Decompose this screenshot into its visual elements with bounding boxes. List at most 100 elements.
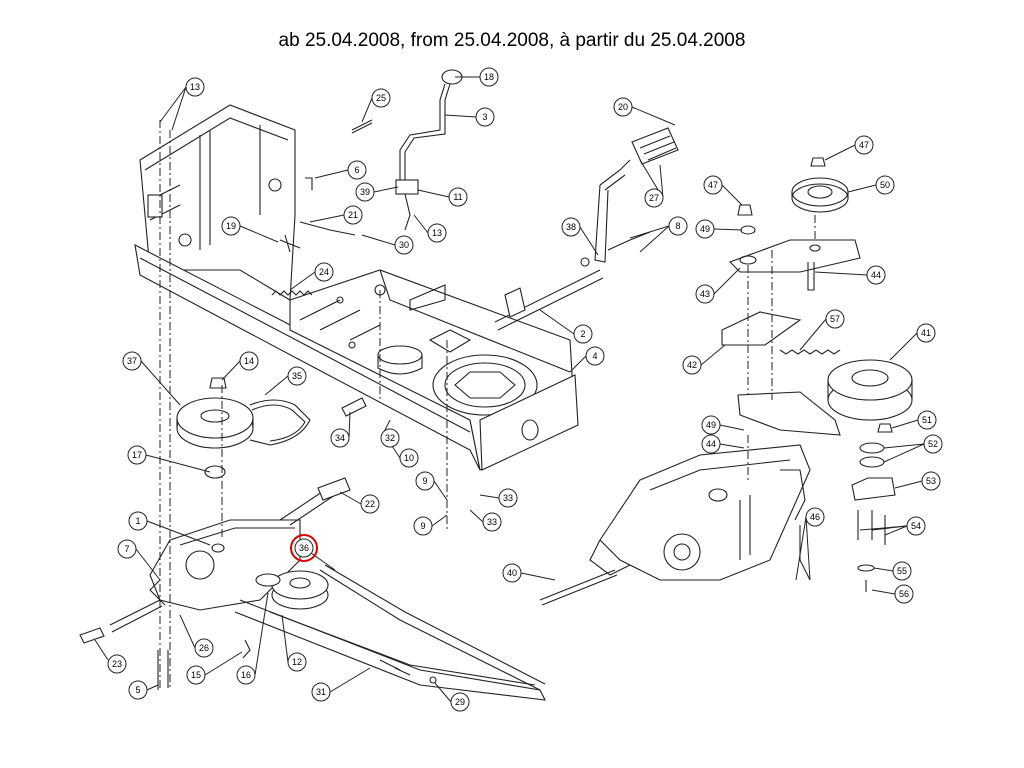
- callout-36[interactable]: 36: [294, 538, 314, 558]
- callout-49[interactable]: 49: [701, 415, 721, 435]
- callout-44[interactable]: 44: [701, 434, 721, 454]
- right-upper-bracket: [729, 157, 861, 291]
- callout-43[interactable]: 43: [695, 284, 715, 304]
- callout-8[interactable]: 8: [668, 216, 688, 236]
- callout-56[interactable]: 56: [894, 584, 914, 604]
- callout-49[interactable]: 49: [695, 219, 715, 239]
- leader-lines: [94, 76, 925, 703]
- callout-38[interactable]: 38: [561, 217, 581, 237]
- callout-40[interactable]: 40: [502, 563, 522, 583]
- callout-46[interactable]: 46: [805, 507, 825, 527]
- callout-14[interactable]: 14: [239, 351, 259, 371]
- svg-text:54: 54: [911, 521, 921, 531]
- svg-text:35: 35: [292, 371, 302, 381]
- callout-33[interactable]: 33: [482, 512, 502, 532]
- svg-text:9: 9: [422, 476, 427, 486]
- callout-9[interactable]: 9: [413, 516, 433, 536]
- left-pulley: [176, 377, 367, 479]
- svg-text:21: 21: [348, 210, 358, 220]
- lower-pulley-and-belt: [234, 564, 546, 701]
- callout-3[interactable]: 3: [475, 107, 495, 127]
- callout-26[interactable]: 26: [194, 638, 214, 658]
- callout-20[interactable]: 20: [613, 97, 633, 117]
- svg-text:57: 57: [830, 314, 840, 324]
- pedal-assembly: [494, 127, 679, 331]
- diagram-title: ab 25.04.2008, from 25.04.2008, à partir…: [278, 30, 746, 51]
- callout-19[interactable]: 19: [221, 216, 241, 236]
- callout-12[interactable]: 12: [287, 652, 307, 672]
- callout-35[interactable]: 35: [287, 366, 307, 386]
- svg-text:16: 16: [241, 670, 251, 680]
- callout-47[interactable]: 47: [703, 175, 723, 195]
- callout-2[interactable]: 2: [573, 324, 593, 344]
- callout-42[interactable]: 42: [682, 355, 702, 375]
- svg-text:38: 38: [566, 222, 576, 232]
- callout-18[interactable]: 18: [479, 67, 499, 87]
- svg-text:12: 12: [292, 657, 302, 667]
- svg-text:55: 55: [897, 566, 907, 576]
- springs: [271, 119, 373, 296]
- callout-6[interactable]: 6: [347, 160, 367, 180]
- svg-text:37: 37: [127, 356, 137, 366]
- callout-47[interactable]: 47: [854, 135, 874, 155]
- callout-55[interactable]: 55: [892, 561, 912, 581]
- callout-25[interactable]: 25: [371, 88, 391, 108]
- svg-text:1: 1: [135, 516, 140, 526]
- callout-50[interactable]: 50: [875, 175, 895, 195]
- callout-27[interactable]: 27: [644, 188, 664, 208]
- callout-15[interactable]: 15: [186, 665, 206, 685]
- callout-54[interactable]: 54: [906, 516, 926, 536]
- svg-text:19: 19: [226, 221, 236, 231]
- callout-11[interactable]: 11: [448, 187, 468, 207]
- callout-29[interactable]: 29: [450, 692, 470, 712]
- callout-57[interactable]: 57: [825, 309, 845, 329]
- callout-39[interactable]: 39: [355, 182, 375, 202]
- svg-text:33: 33: [503, 493, 513, 503]
- svg-text:6: 6: [354, 165, 359, 175]
- svg-text:18: 18: [484, 72, 494, 82]
- callout-4[interactable]: 4: [585, 346, 605, 366]
- callout-16[interactable]: 16: [236, 665, 256, 685]
- callout-17[interactable]: 17: [127, 445, 147, 465]
- callout-9[interactable]: 9: [415, 471, 435, 491]
- chassis-frame: [134, 104, 579, 471]
- svg-text:9: 9: [420, 521, 425, 531]
- svg-text:43: 43: [700, 289, 710, 299]
- callout-21[interactable]: 21: [343, 205, 363, 225]
- callout-37[interactable]: 37: [122, 351, 142, 371]
- svg-text:34: 34: [335, 433, 345, 443]
- svg-text:42: 42: [687, 360, 697, 370]
- callout-41[interactable]: 41: [916, 323, 936, 343]
- svg-text:36: 36: [299, 543, 309, 553]
- callout-7[interactable]: 7: [117, 539, 137, 559]
- svg-text:41: 41: [921, 328, 931, 338]
- callout-51[interactable]: 51: [917, 410, 937, 430]
- callout-30[interactable]: 30: [394, 235, 414, 255]
- callout-53[interactable]: 53: [921, 471, 941, 491]
- right-transaxle: [539, 444, 811, 606]
- callout-22[interactable]: 22: [360, 494, 380, 514]
- highlight-ring: [290, 534, 318, 562]
- svg-text:31: 31: [316, 687, 326, 697]
- callout-13[interactable]: 13: [427, 223, 447, 243]
- callout-10[interactable]: 10: [399, 448, 419, 468]
- callout-23[interactable]: 23: [107, 654, 127, 674]
- callout-5[interactable]: 5: [128, 680, 148, 700]
- callout-31[interactable]: 31: [311, 682, 331, 702]
- callout-33[interactable]: 33: [498, 488, 518, 508]
- svg-text:50: 50: [880, 180, 890, 190]
- svg-text:10: 10: [404, 453, 414, 463]
- callout-13[interactable]: 13: [185, 77, 205, 97]
- svg-text:4: 4: [592, 351, 597, 361]
- svg-text:46: 46: [810, 512, 820, 522]
- callout-52[interactable]: 52: [923, 434, 943, 454]
- svg-text:13: 13: [190, 82, 200, 92]
- callout-32[interactable]: 32: [380, 428, 400, 448]
- svg-text:30: 30: [399, 240, 409, 250]
- callout-34[interactable]: 34: [330, 428, 350, 448]
- callout-44[interactable]: 44: [866, 265, 886, 285]
- svg-text:25: 25: [376, 93, 386, 103]
- callout-1[interactable]: 1: [128, 511, 148, 531]
- callout-24[interactable]: 24: [314, 262, 334, 282]
